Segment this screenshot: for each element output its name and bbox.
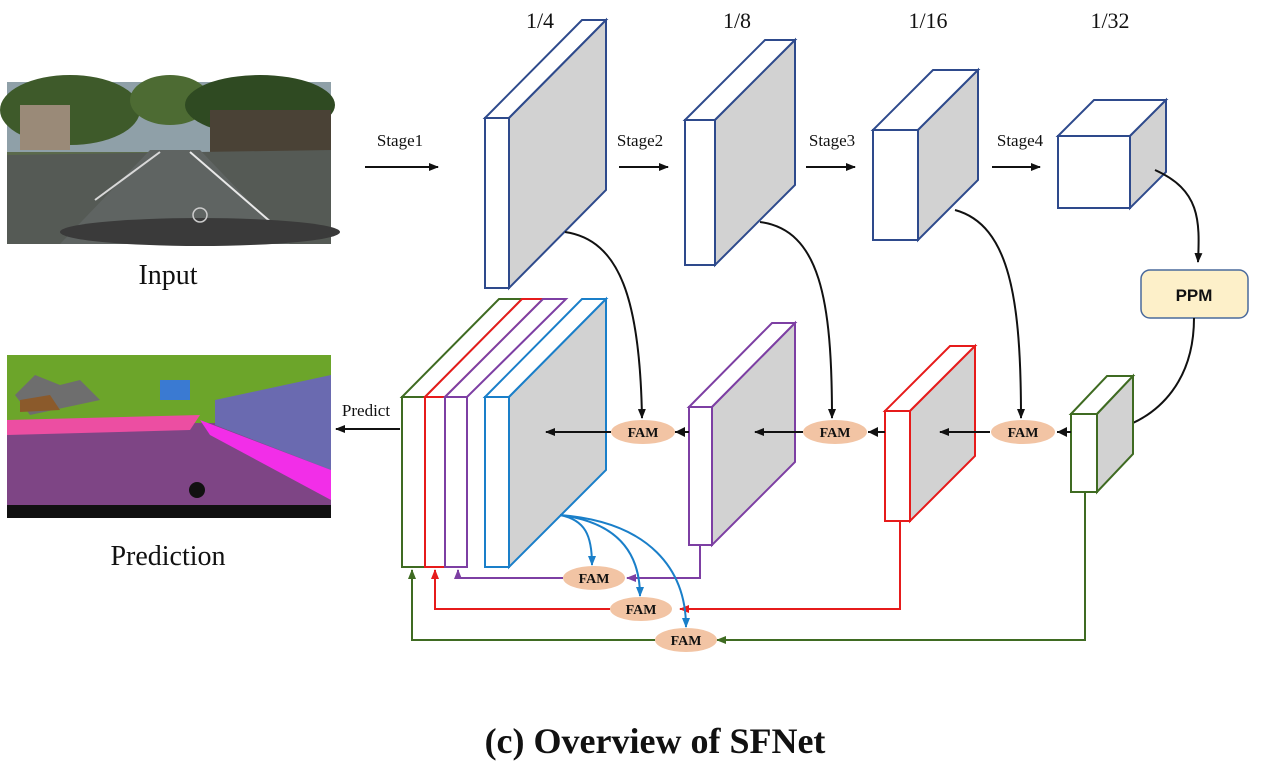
- encoder-block-1-4: [482, 17, 609, 291]
- decoder-block-green: [1068, 373, 1136, 495]
- fam-label: FAM: [626, 603, 657, 618]
- fam-node-1: FAM: [611, 420, 675, 444]
- red-path-in: [679, 521, 901, 613]
- encoder-block-1-8: [682, 37, 798, 268]
- fam-label: FAM: [628, 426, 659, 441]
- skip-curve-1-8: [759, 221, 836, 419]
- skip-curve-1-16: [954, 209, 1025, 419]
- scale-label-1-8: 1/8: [723, 8, 751, 33]
- green-path-out: [408, 569, 655, 641]
- predict-label: Predict: [342, 401, 390, 420]
- blue-curve-3: [559, 514, 690, 628]
- ppm-label: PPM: [1176, 286, 1213, 305]
- scale-label-1-32: 1/32: [1090, 8, 1129, 33]
- blue-curve-2: [559, 514, 644, 597]
- figure-caption: (c) Overview of SFNet: [485, 721, 826, 761]
- prediction-label: Prediction: [110, 541, 225, 572]
- fam-node-bottom-purple: FAM: [563, 566, 625, 590]
- input-image: [0, 75, 340, 246]
- stage3-label: Stage3: [809, 131, 855, 150]
- red-path-out: [431, 569, 610, 610]
- purple-path-in: [626, 545, 701, 582]
- fam-label: FAM: [579, 572, 610, 587]
- green-path-in: [716, 492, 1086, 644]
- encoder-block-1-16: [870, 67, 981, 243]
- fam-node-3: FAM: [991, 420, 1055, 444]
- scale-label-1-16: 1/16: [908, 8, 947, 33]
- input-label: Input: [138, 260, 197, 291]
- fam-label: FAM: [1008, 426, 1039, 441]
- encoder-block-1-32: [1055, 97, 1169, 211]
- decoder-block-purple: [686, 320, 798, 548]
- skip-curve-1-4: [564, 231, 646, 419]
- stage4-label: Stage4: [997, 131, 1044, 150]
- fam-label: FAM: [820, 426, 851, 441]
- fam-node-2: FAM: [803, 420, 867, 444]
- fam-node-bottom-red: FAM: [610, 597, 672, 621]
- purple-path-out: [454, 569, 563, 579]
- to-ppm-arrow: [1154, 169, 1203, 263]
- prediction-image: [7, 355, 331, 518]
- ppm-box: PPM: [1140, 269, 1249, 319]
- scale-label-1-4: 1/4: [526, 8, 554, 33]
- stage1-label: Stage1: [377, 131, 423, 150]
- decoder-block-red: [882, 343, 978, 524]
- fam-node-bottom-green: FAM: [655, 628, 717, 652]
- stage2-label: Stage2: [617, 131, 663, 150]
- blue-curve-1: [559, 514, 596, 566]
- fam-label: FAM: [671, 634, 702, 649]
